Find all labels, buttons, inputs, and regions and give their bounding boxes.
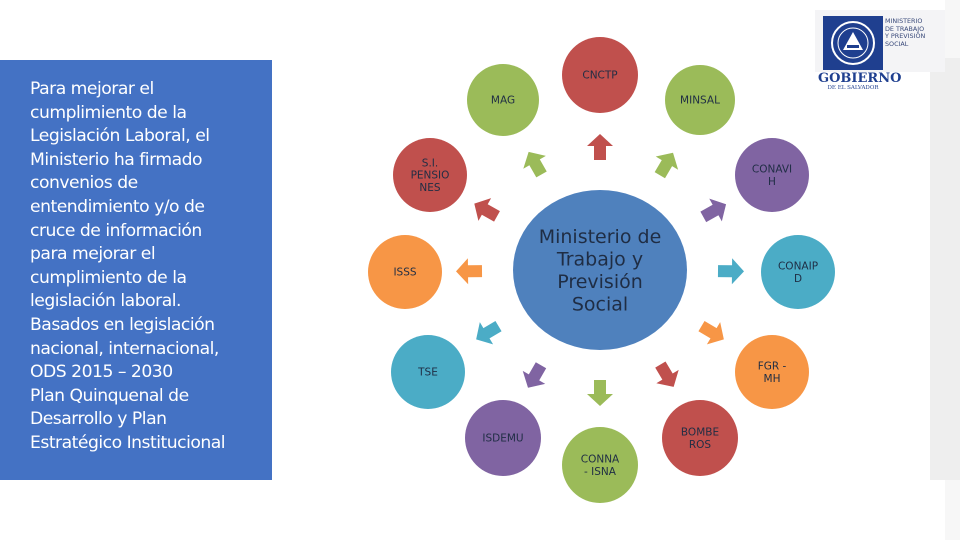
text-line: cumplimiento de la [30, 102, 187, 123]
text-line: Para mejorar el [30, 79, 154, 99]
connector-arrow [474, 198, 500, 222]
connector-arrow [523, 151, 547, 178]
government-wordmark: GOBIERNO [818, 71, 902, 86]
partner-node: ISSS [368, 235, 442, 309]
partner-node: MINSAL [665, 65, 735, 135]
connector-arrow [587, 380, 613, 406]
left-panel-text: Para mejorar el cumplimiento de la Legis… [30, 78, 270, 456]
right-decorative-bar [930, 58, 960, 480]
ministry-line: Social [885, 39, 909, 48]
partner-node-label: CNCTP [582, 70, 617, 82]
connector-arrow [700, 198, 727, 223]
partner-node: MAG [467, 64, 539, 136]
text-line: legislación laboral. [30, 291, 181, 312]
partner-node-label: CONNA- ISNA [581, 453, 620, 477]
left-blue-panel [0, 60, 272, 480]
text-line: Ministerio ha firmado [30, 149, 203, 170]
partner-node: CNCTP [562, 37, 638, 113]
partner-node: ISDEMU [465, 400, 541, 476]
text-line: cruce de información [30, 220, 202, 241]
partner-node-label: TSE [417, 367, 438, 379]
text-line: Estratégico Institucional [30, 432, 226, 453]
partner-node-label: ISDEMU [482, 433, 523, 445]
partner-node: FGR -MH [735, 335, 809, 409]
ministry-name: Ministerio de Trabajo y Previsión Social [885, 17, 945, 48]
ministry-line: Ministerio [885, 17, 923, 25]
connector-arrow [522, 362, 547, 388]
partner-node-label: FGR -MH [758, 360, 787, 384]
text-line: Legislación Laboral, el [30, 126, 210, 147]
connector-arrow [587, 134, 613, 160]
text-line: Desarrollo y Plan [30, 409, 167, 430]
connector-arrow [717, 258, 744, 285]
country-wordmark: de El Salvador [827, 85, 879, 91]
partner-node: TSE [391, 335, 465, 409]
text-line: nacional, internacional, [30, 338, 219, 359]
text-line: convenios de [30, 173, 138, 194]
partner-node: CONNA- ISNA [562, 427, 638, 503]
text-line: para mejorar el [30, 244, 156, 265]
text-line: cumplimiento de la [30, 267, 187, 288]
text-line: ODS 2015 – 2030 [30, 362, 173, 383]
coat-of-arms-icon [823, 16, 883, 70]
ministry-line: y Previsión [885, 32, 926, 41]
connector-arrow [456, 258, 483, 285]
text-line: Plan Quinquenal de [30, 385, 189, 406]
ministry-line: de Trabajo [885, 24, 925, 33]
connector-arrow [655, 361, 679, 387]
connector-arrow [654, 152, 679, 179]
connector-arrow [476, 320, 502, 345]
government-logo: Ministerio de Trabajo y Previsión Social… [815, 10, 945, 91]
partner-node-label: ISSS [393, 267, 416, 279]
text-line: entendimiento y/o de [30, 196, 205, 217]
connector-arrow [698, 320, 724, 345]
partner-node-label: MINSAL [680, 95, 720, 107]
text-line: Basados en legislación [30, 314, 215, 335]
partner-node-label: MAG [491, 95, 515, 107]
